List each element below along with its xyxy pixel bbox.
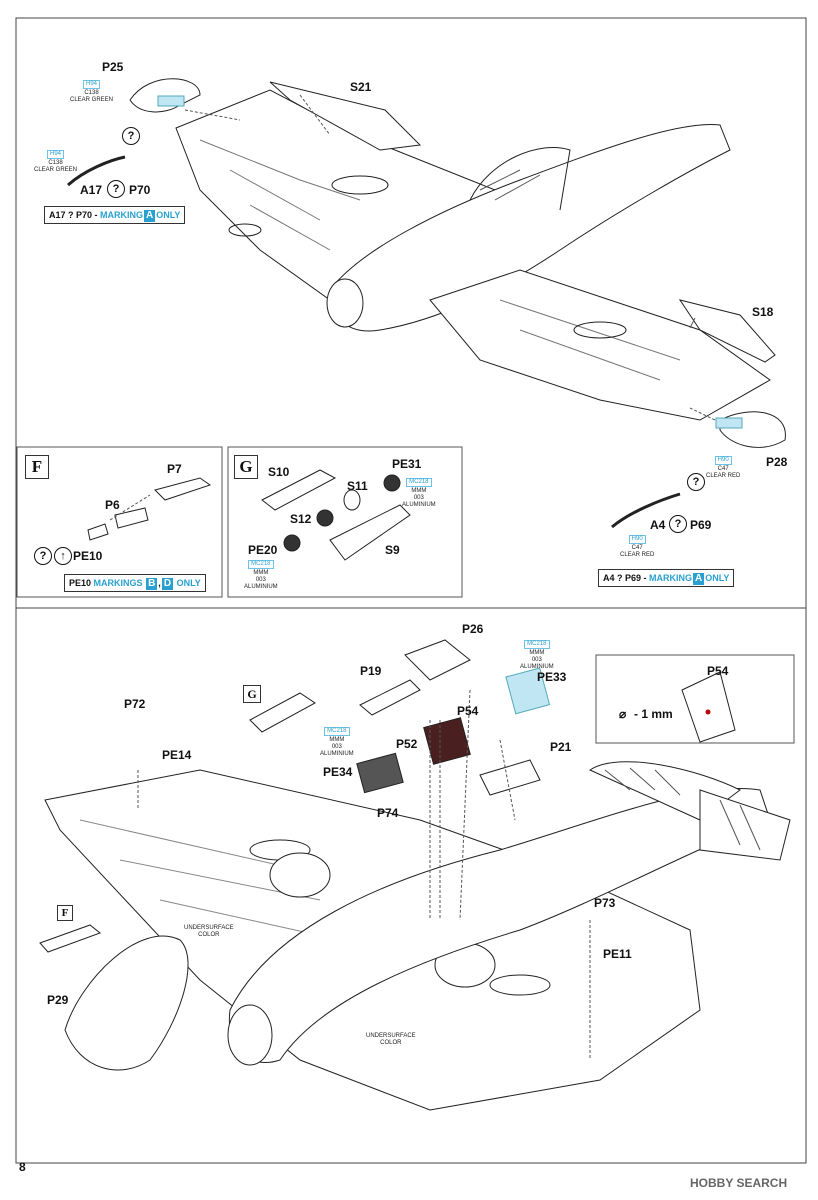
label-p70: P70 [129, 183, 151, 197]
label-s18: S18 [752, 305, 774, 319]
tag-pe33: MC218 MMM 003 ALUMINIUM [520, 640, 554, 670]
label-pe14: PE14 [162, 748, 192, 762]
top-aircraft-drawing [67, 78, 786, 529]
tag-p28: H90 C47 CLEAR RED [706, 456, 741, 479]
label-p6: P6 [105, 498, 120, 512]
arrow-up-icon: ↑ [54, 547, 72, 565]
label-p29: P29 [47, 993, 69, 1007]
label-pe33: PE33 [537, 670, 567, 684]
tag-a17: H94 C138 CLEAR GREEN [34, 150, 78, 173]
note-pe10-marking: PE10 MARKINGS B,D ONLY [64, 574, 206, 592]
tag-p25: H94 C138 CLEAR GREEN [70, 80, 114, 103]
inset-label-p54: P54 [707, 664, 729, 678]
label-p73: P73 [594, 896, 616, 910]
question-symbol-pe10: ? [34, 547, 52, 565]
label-p69: P69 [690, 518, 712, 532]
step-f-ref: F [57, 905, 73, 921]
label-s11: S11 [347, 479, 368, 493]
question-symbol: ? [122, 127, 140, 145]
watermark: HOBBY SEARCH [690, 1176, 788, 1190]
tag-pe20: MC218 MMM 003 ALUMINIUM [244, 560, 278, 590]
label-p19: P19 [360, 664, 382, 678]
label-p28: P28 [766, 455, 788, 469]
label-pe20: PE20 [248, 543, 278, 557]
tag-pe31: MC218 MMM 003 ALUMINIUM [402, 478, 436, 508]
inset-drill-size: - 1 mm [634, 707, 673, 721]
step-g-ref: G [243, 685, 261, 703]
tag-a4: H90 C47 CLEAR RED [620, 535, 655, 558]
label-p26: P26 [462, 622, 484, 636]
label-pe34: PE34 [323, 765, 353, 779]
panel-g-drawing [261, 469, 411, 561]
label-a4: A4 [650, 518, 666, 532]
step-g-box: G [234, 455, 258, 479]
question-symbol-a17: ? [107, 180, 125, 198]
label-p54: P54 [457, 704, 479, 718]
label-p25: P25 [102, 60, 124, 74]
note-undersurface-1: UNDERSURFACE COLOR [184, 925, 234, 938]
label-pe11: PE11 [603, 947, 632, 961]
label-s9: S9 [385, 543, 400, 557]
label-a17: A17 [80, 183, 103, 197]
panel-f-drawing [87, 477, 212, 541]
note-undersurface-2: UNDERSURFACE COLOR [366, 1033, 416, 1046]
label-p72: P72 [124, 697, 146, 711]
step-f-box: F [25, 455, 49, 479]
label-s21: S21 [350, 80, 372, 94]
label-p52: P52 [396, 737, 418, 751]
bottom-aircraft-drawing [39, 639, 791, 1111]
question-symbol-a4: ? [669, 515, 687, 533]
label-p7: P7 [167, 462, 182, 476]
page-number: 8 [19, 1160, 26, 1174]
diameter-icon: ⌀ [619, 707, 627, 721]
label-s12: S12 [290, 512, 312, 526]
label-s10: S10 [268, 465, 290, 479]
label-p21: P21 [550, 740, 572, 754]
label-p74: P74 [377, 806, 399, 820]
label-pe31: PE31 [392, 457, 422, 471]
question-symbol-p28: ? [687, 473, 705, 491]
label-pe10: PE10 [73, 549, 103, 563]
tag-pe34: MC218 MMM 003 ALUMINIUM [320, 727, 354, 757]
